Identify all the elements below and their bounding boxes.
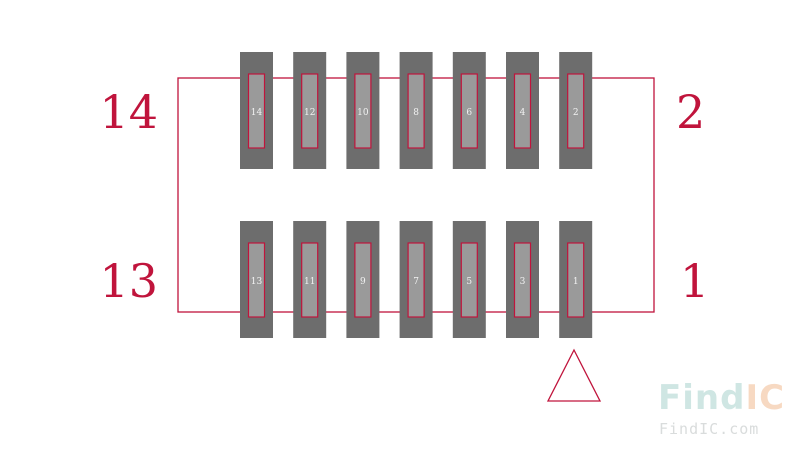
pad-number-14: 14 (251, 108, 263, 118)
label-top-left: 14 (99, 85, 158, 139)
pad-7-land (407, 242, 425, 318)
pad-number-3: 3 (520, 277, 526, 287)
pad-number-8: 8 (413, 108, 419, 118)
pad-number-1: 1 (573, 277, 579, 287)
pad-1-land (567, 242, 585, 318)
pad-number-13: 13 (251, 277, 263, 287)
pad-9-land (354, 242, 372, 318)
label-top-right: 2 (676, 85, 705, 139)
pad-12-land (301, 73, 319, 149)
pad-number-4: 4 (520, 108, 526, 118)
pad-number-10: 10 (357, 108, 369, 118)
pad-number-12: 12 (304, 108, 315, 118)
pad-5-land (460, 242, 478, 318)
pad-number-9: 9 (360, 277, 366, 287)
pin1-marker-triangle (546, 348, 602, 402)
top-pad-row: 14 12 10 8 6 4 2 (240, 52, 593, 169)
bottom-pad-row: 13 11 9 7 5 3 1 (240, 221, 593, 338)
pad-4-land (513, 73, 532, 149)
pad-2-land (567, 73, 585, 149)
pad-3-land (513, 242, 532, 318)
pad-number-6: 6 (466, 108, 472, 118)
label-bottom-left: 13 (99, 254, 158, 308)
pad-13-land (247, 242, 266, 318)
pad-number-5: 5 (466, 277, 472, 287)
pad-8-land (407, 73, 425, 149)
pad-6-land (460, 73, 478, 149)
watermark-logo-find: Find (658, 378, 746, 418)
pad-10-land (354, 73, 372, 149)
watermark-url: FindIC.com (659, 420, 760, 438)
pad-number-2: 2 (573, 108, 579, 118)
watermark-logo: FindIC (658, 378, 785, 418)
watermark-logo-ic: IC (745, 378, 786, 418)
pad-11-land (301, 242, 319, 318)
label-bottom-right: 1 (680, 254, 709, 308)
pad-14-land (247, 73, 266, 149)
pad-number-11: 11 (304, 277, 315, 287)
pad-number-7: 7 (413, 277, 419, 287)
